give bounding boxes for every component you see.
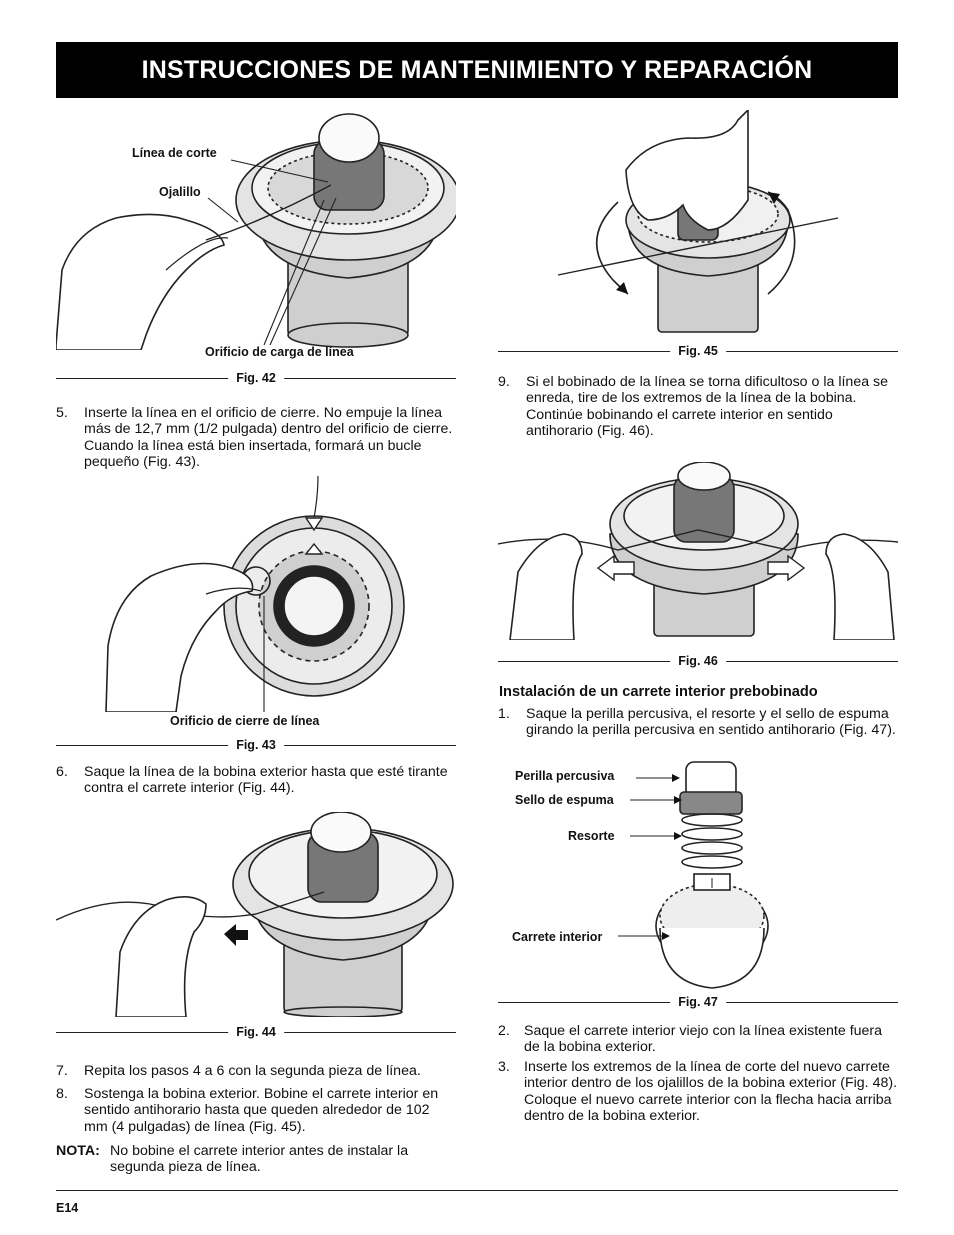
step-8-number: 8.: [56, 1086, 68, 1102]
step-7-number: 7.: [56, 1063, 68, 1079]
callout-line-loading-hole: Orificio de carga de línea: [205, 345, 354, 359]
callout-line-lock-hole: Orificio de cierre de línea: [170, 714, 320, 728]
footer-rule: [56, 1190, 898, 1191]
callout-foam-seal: Sello de espuma: [515, 793, 614, 807]
figure-46-caption: Fig. 46: [670, 654, 726, 668]
step-7: 7. Repita los pasos 4 a 6 con la segunda…: [56, 1063, 456, 1079]
step-7-text: Repita los pasos 4 a 6 con la segunda pi…: [84, 1063, 421, 1079]
step-8-text: Sostenga la bobina exterior. Bobine el c…: [84, 1086, 439, 1135]
section-step-1-number: 1.: [498, 706, 510, 722]
figure-45-illustration: [498, 110, 898, 338]
page-header: INSTRUCCIONES DE MANTENIMIENTO Y REPARAC…: [56, 42, 898, 98]
step-5: 5. Inserte la línea en el orificio de ci…: [56, 405, 456, 471]
figure-42-illustration: [56, 110, 456, 350]
step-9-text: Si el bobinado de la línea se torna difi…: [526, 374, 889, 440]
step-6-text: Saque la línea de la bobina exterior has…: [84, 764, 448, 797]
callout-inner-reel: Carrete interior: [512, 930, 603, 944]
section-step-3: 3. Inserte los extremos de la línea de c…: [498, 1059, 898, 1125]
callout-spring: Resorte: [568, 829, 615, 843]
page-title: INSTRUCCIONES DE MANTENIMIENTO Y REPARAC…: [141, 55, 813, 84]
callout-eyelet: Ojalillo: [159, 185, 201, 199]
figure-45-caption: Fig. 45: [670, 344, 726, 358]
page-number: E14: [56, 1201, 79, 1215]
section-step-2-number: 2.: [498, 1023, 510, 1039]
note-label: NOTA:: [56, 1143, 100, 1159]
note: NOTA: No bobine el carrete interior ante…: [56, 1143, 456, 1176]
section-step-3-number: 3.: [498, 1059, 510, 1075]
section-step-1: 1. Saque la perilla percusiva, el resort…: [498, 706, 898, 739]
section-heading: Instalación de un carrete interior prebo…: [499, 684, 818, 700]
step-5-number: 5.: [56, 405, 68, 421]
step-6: 6. Saque la línea de la bobina exterior …: [56, 764, 456, 797]
figure-47-illustration: [498, 758, 898, 990]
step-5-text: Inserte la línea en el orificio de cierr…: [84, 405, 453, 471]
note-text: No bobine el carrete interior antes de i…: [110, 1143, 409, 1176]
step-8: 8. Sostenga la bobina exterior. Bobine e…: [56, 1086, 456, 1135]
figure-46-illustration: [498, 462, 898, 640]
section-step-2-text: Saque el carrete interior viejo con la l…: [524, 1023, 883, 1056]
section-step-1-text: Saque la perilla percusiva, el resorte y…: [526, 706, 896, 739]
figure-43-caption: Fig. 43: [228, 738, 284, 752]
figure-43-illustration: [56, 476, 456, 712]
step-9: 9. Si el bobinado de la línea se torna d…: [498, 374, 898, 440]
step-6-number: 6.: [56, 764, 68, 780]
figure-44-illustration: [56, 812, 456, 1017]
step-9-number: 9.: [498, 374, 510, 390]
figure-42-caption: Fig. 42: [228, 371, 284, 385]
callout-cutting-line: Línea de corte: [132, 146, 217, 160]
figure-47-caption: Fig. 47: [670, 995, 726, 1009]
section-step-2: 2. Saque el carrete interior viejo con l…: [498, 1023, 898, 1056]
figure-44-caption: Fig. 44: [228, 1025, 284, 1039]
callout-bump-knob: Perilla percusiva: [515, 769, 615, 783]
section-step-3-text: Inserte los extremos de la línea de cort…: [524, 1059, 898, 1125]
